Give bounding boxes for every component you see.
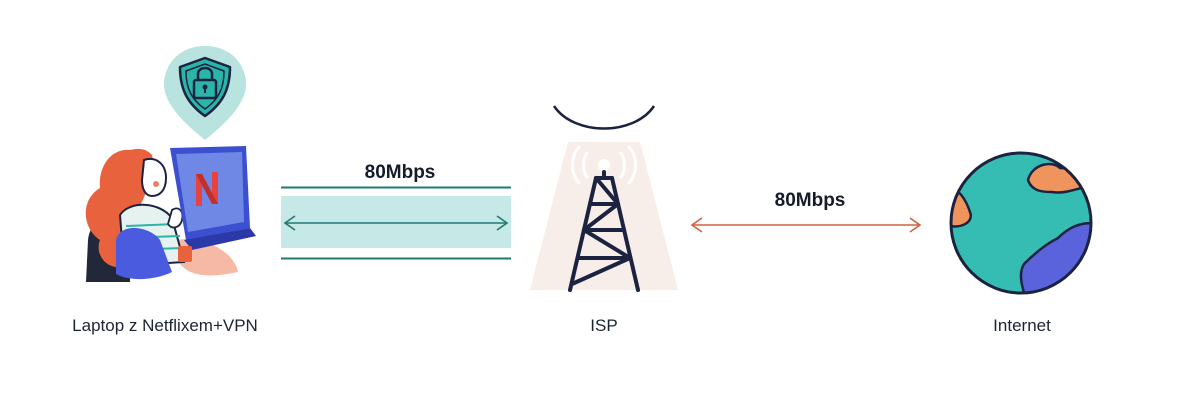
direct-link — [689, 214, 923, 236]
internet-node — [948, 150, 1094, 296]
isp-label: ISP — [590, 316, 618, 335]
netflix-logo — [196, 172, 218, 206]
globe-icon — [949, 151, 1093, 295]
link-speed-isp-internet: 80Mbps — [774, 190, 846, 211]
person-icon — [85, 148, 186, 282]
signal-waves-icon — [571, 144, 637, 186]
cell-tower-icon — [568, 170, 640, 292]
laptop-icon — [170, 146, 256, 250]
laptop-label: Laptop z Netflixem+VPN — [72, 316, 258, 335]
internet-label: Internet — [993, 316, 1051, 335]
isp-node — [524, 100, 684, 295]
lock-shield-icon — [164, 46, 246, 140]
laptop-node — [60, 40, 270, 290]
link-speed-laptop-isp: 80Mbps — [364, 162, 436, 183]
vpn-tunnel-link — [281, 186, 513, 262]
